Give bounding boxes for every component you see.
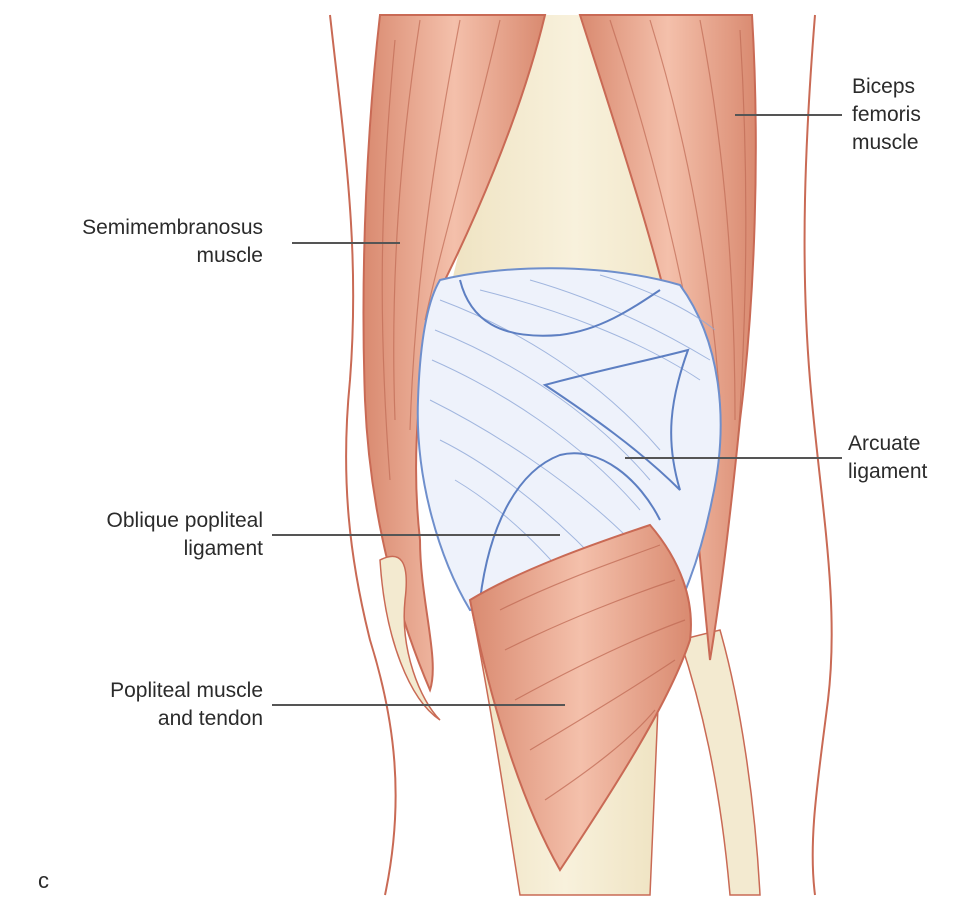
fibula-shape bbox=[680, 630, 760, 895]
label-line: Arcuate bbox=[848, 430, 927, 458]
label-line: muscle bbox=[82, 242, 263, 270]
label-line: muscle bbox=[852, 129, 921, 157]
label-oblique-popliteal: Oblique popliteal ligament bbox=[107, 507, 263, 563]
label-arcuate: Arcuate ligament bbox=[848, 430, 927, 486]
label-line: ligament bbox=[107, 535, 263, 563]
label-line: Oblique popliteal bbox=[107, 507, 263, 535]
panel-letter: c bbox=[38, 868, 49, 894]
label-line: Biceps bbox=[852, 73, 921, 101]
label-semimembranosus: Semimembranosus muscle bbox=[82, 214, 263, 270]
label-line: femoris bbox=[852, 101, 921, 129]
label-biceps-femoris: Biceps femoris muscle bbox=[852, 73, 921, 157]
label-line: and tendon bbox=[110, 705, 263, 733]
label-line: Popliteal muscle bbox=[110, 677, 263, 705]
label-popliteal-muscle: Popliteal muscle and tendon bbox=[110, 677, 263, 733]
label-line: Semimembranosus bbox=[82, 214, 263, 242]
label-line: ligament bbox=[848, 458, 927, 486]
